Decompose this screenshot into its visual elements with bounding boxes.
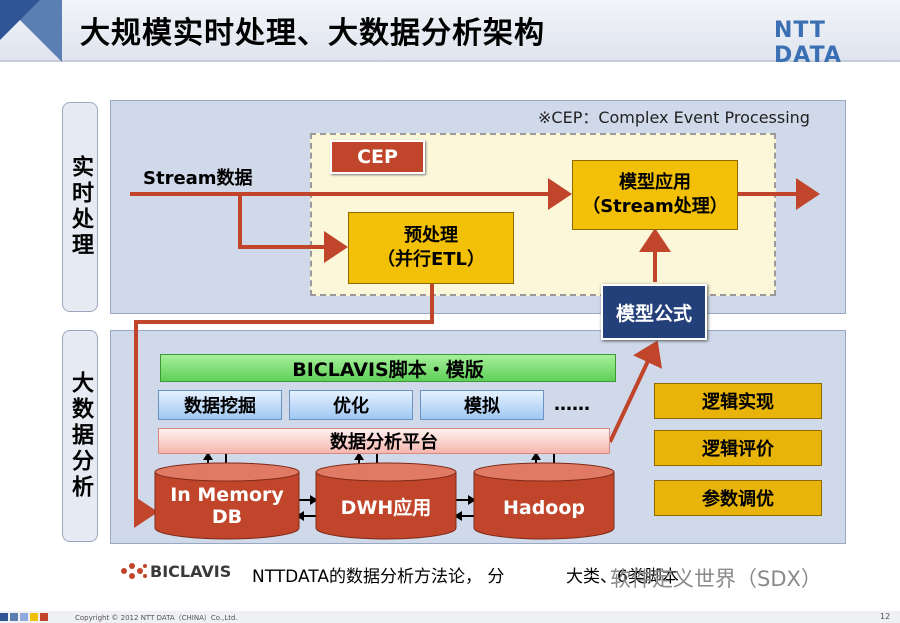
method-box-simulate: 模拟 xyxy=(420,390,544,420)
copyright-text: Copyright © 2012 NTT DATA（CHINA）Co.,Ltd. xyxy=(75,614,238,622)
hadoop-cylinder xyxy=(473,462,615,540)
dwh-label: DWH应用 xyxy=(340,497,432,519)
logic-implement-box: 逻辑实现 xyxy=(654,383,822,419)
footer-color-squares xyxy=(0,613,48,621)
method-box-mining: 数据挖掘 xyxy=(158,390,282,420)
preprocess-to-inmemory-arrow xyxy=(134,284,434,528)
template-bar: BICLAVIS脚本・模版 xyxy=(160,354,616,382)
stream-data-label: Stream数据 xyxy=(143,168,253,189)
platform-to-formula-arrow xyxy=(608,340,662,443)
dwh-cylinder xyxy=(315,462,457,540)
logic-evaluate-box: 逻辑评价 xyxy=(654,430,822,466)
platform-bar: 数据分析平台 xyxy=(158,428,610,454)
preprocess-line2: （并行ETL） xyxy=(376,249,486,270)
page-number: 12 xyxy=(880,612,891,621)
hadoop-label: Hadoop xyxy=(502,497,586,519)
biclavis-logo-text: BICLAVIS xyxy=(150,562,232,581)
inmemory-label: In Memory DB xyxy=(154,480,300,532)
preprocess-box: 预处理 （并行ETL） xyxy=(348,212,514,284)
methodology-caption: NTTDATA的数据分析方法论， 分 xyxy=(252,567,505,587)
model-apply-line1: 模型应用 xyxy=(619,172,691,193)
methods-ellipsis: …… xyxy=(554,394,590,415)
header-band xyxy=(0,0,900,62)
model-formula-box: 模型公式 xyxy=(601,284,707,340)
watermark-text: 软件定义世界（SDX） xyxy=(610,567,822,591)
stream-to-preprocess-arrow xyxy=(238,194,348,263)
footer-strip xyxy=(0,611,900,623)
inmemory-line2: DB xyxy=(211,506,243,528)
model-apply-line2: （Stream处理） xyxy=(582,196,728,217)
cep-label: CEP xyxy=(330,140,425,174)
method-box-optimize: 优化 xyxy=(289,390,413,420)
inmemory-cylinder xyxy=(154,462,300,540)
methodology-caption-tail: 大类、6类脚本 xyxy=(566,567,679,587)
model-apply-box: 模型应用 （Stream处理） xyxy=(572,160,738,230)
analysis-section-label: 大数据分析 xyxy=(62,330,98,542)
inmemory-line1: In Memory xyxy=(170,484,284,506)
biclavis-logo-icon xyxy=(121,563,147,579)
page-title: 大规模实时处理、大数据分析架构 xyxy=(80,16,545,51)
cep-note: ※CEP：Complex Event Processing xyxy=(538,108,810,127)
realtime-section-label: 实时处理 xyxy=(62,102,98,312)
param-tuning-box: 参数调优 xyxy=(654,480,822,516)
preprocess-line1: 预处理 xyxy=(404,225,458,246)
header-corner-decoration xyxy=(0,0,62,62)
brand-logo: NTT DATA xyxy=(774,18,842,68)
